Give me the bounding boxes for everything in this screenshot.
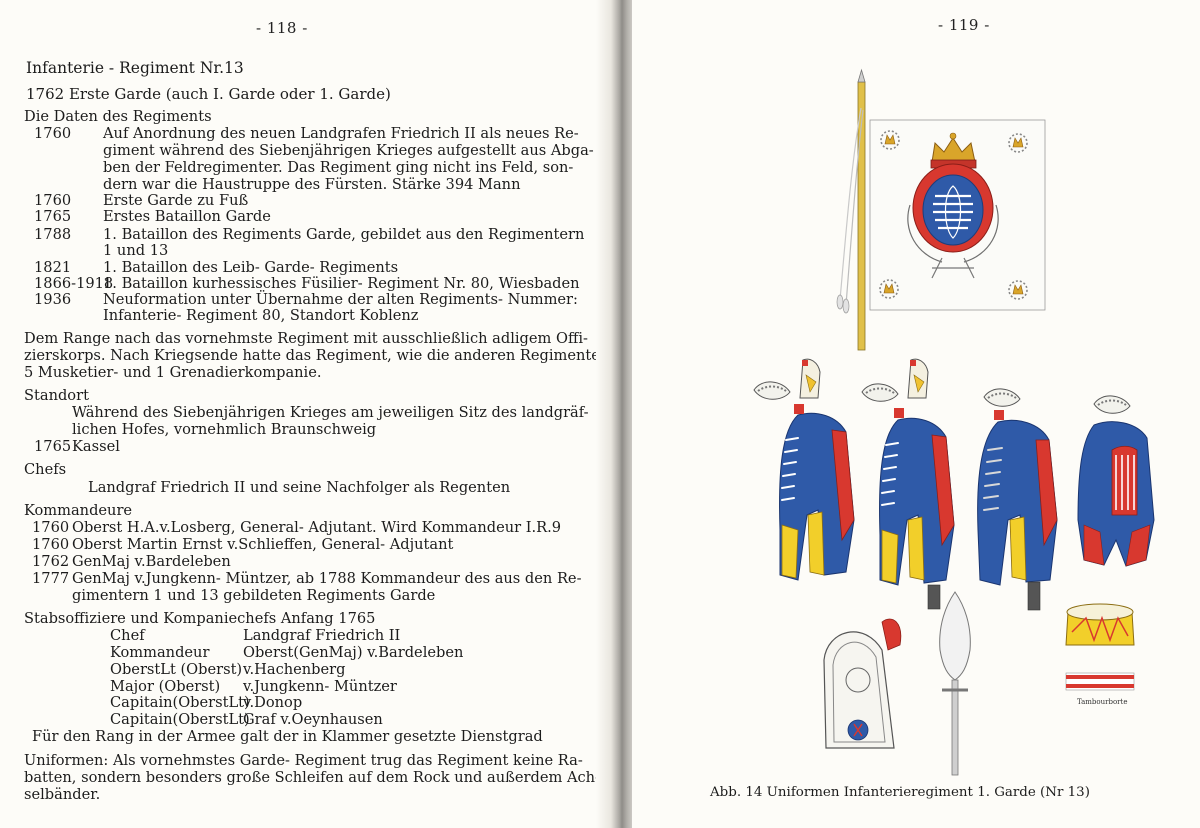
chefs-label: Chefs bbox=[24, 461, 67, 478]
grenadier-cap bbox=[799, 358, 821, 399]
kommandeur-year: 1777 bbox=[32, 570, 70, 587]
spontoon bbox=[939, 591, 971, 776]
daten-line: ben der Feldregimenter. Das Regiment gin… bbox=[103, 159, 574, 176]
daten-line: Auf Anordnung des neuen Landgrafen Fried… bbox=[103, 125, 579, 142]
uniform-illustration bbox=[753, 68, 1155, 776]
regiment-heading: Infanterie - Regiment Nr.13 bbox=[26, 59, 244, 77]
chefs-text: Landgraf Friedrich II und seine Nachfolg… bbox=[88, 479, 511, 496]
drum bbox=[1065, 603, 1135, 646]
gaiter bbox=[927, 581, 1041, 611]
kommandeur-text: GenMaj v.Bardeleben bbox=[72, 553, 231, 570]
page-number-right: - 119 - bbox=[938, 16, 990, 34]
uniformen-line: batten, sondern besonders große Schleife… bbox=[24, 769, 600, 786]
daten-line: 1. Bataillon kurhessisches Füsilier- Reg… bbox=[103, 275, 580, 292]
daten-year: 1821 bbox=[34, 259, 72, 276]
uniform-coat-2 bbox=[879, 408, 955, 586]
daten-year: 1866-1918 bbox=[34, 275, 114, 292]
uniform-coat-4-back bbox=[1077, 421, 1155, 567]
uniformen-line: Uniformen: Als vornehmstes Garde- Regime… bbox=[24, 752, 583, 769]
kommandeure-label: Kommandeure bbox=[24, 502, 133, 519]
daten-year: 1936 bbox=[34, 291, 72, 308]
kommandeur-text: Oberst H.A.v.Losberg, General- Adjutant.… bbox=[72, 519, 562, 536]
stab-name: v.Jungkenn- Müntzer bbox=[243, 678, 397, 695]
uniform-coat-3 bbox=[977, 410, 1058, 586]
stab-note: Für den Rang in der Armee galt der in Kl… bbox=[32, 728, 543, 745]
daten-line: Neuformation unter Übernahme der alten R… bbox=[103, 291, 578, 308]
tricorn-hat bbox=[983, 388, 1021, 407]
standort-year: 1765 bbox=[34, 438, 72, 455]
stab-label: Stabsoffiziere und Kompaniechefs Anfang … bbox=[24, 610, 376, 627]
stab-rank: Major (Oberst) bbox=[110, 678, 221, 695]
kommandeur-year: 1760 bbox=[32, 519, 70, 536]
stab-name: Graf v.Oeynhausen bbox=[243, 711, 383, 728]
daten-line: dern war die Haustruppe des Fürsten. Stä… bbox=[103, 176, 521, 193]
tricorn-hat bbox=[1093, 395, 1131, 414]
figure-caption: Abb. 14 Uniformen Infanterieregiment 1. … bbox=[710, 785, 1090, 800]
kommandeur-year: 1762 bbox=[32, 553, 70, 570]
regimental-flag bbox=[836, 68, 1046, 351]
regiment-subheading: 1762 Erste Garde (auch I. Garde oder 1. … bbox=[26, 85, 391, 103]
daten-year: 1765 bbox=[34, 208, 72, 225]
corner-crown-tl bbox=[880, 130, 900, 150]
rang-paragraph-line: Dem Range nach das vornehmste Regiment m… bbox=[24, 330, 588, 347]
stab-rank: Chef bbox=[110, 627, 145, 644]
grenadier-cap bbox=[907, 358, 929, 399]
daten-line: 1 und 13 bbox=[103, 242, 169, 259]
stab-rank: Kommandeur bbox=[110, 644, 210, 661]
tambour-border-swatch bbox=[1065, 672, 1135, 691]
stab-rank: OberstLt (Oberst) bbox=[110, 661, 243, 678]
daten-line: Erstes Bataillon Garde bbox=[103, 208, 271, 225]
daten-line: Infanterie- Regiment 80, Standort Koblen… bbox=[103, 307, 419, 324]
tricorn-hat bbox=[753, 381, 791, 400]
stab-name: Landgraf Friedrich II bbox=[243, 627, 401, 644]
daten-year: 1788 bbox=[34, 226, 72, 243]
kommandeur-text: GenMaj v.Jungkenn- Müntzer, ab 1788 Komm… bbox=[72, 570, 582, 587]
daten-label: Die Daten des Regiments bbox=[24, 108, 212, 125]
stab-rank: Capitain(OberstLt) bbox=[110, 694, 250, 711]
standort-line: lichen Hofes, vornehmlich Braunschweig bbox=[72, 421, 377, 438]
kommandeur-year: 1760 bbox=[32, 536, 70, 553]
kommandeur-text: Oberst Martin Ernst v.Schlieffen, Genera… bbox=[72, 536, 454, 553]
page-number-left: - 118 - bbox=[256, 19, 308, 37]
right-page: - 119 - bbox=[632, 0, 1200, 828]
stab-name: v.Hachenberg bbox=[243, 661, 346, 678]
standort-place: Kassel bbox=[72, 438, 120, 455]
standort-line: Während des Siebenjährigen Krieges am je… bbox=[72, 404, 589, 421]
stab-name: v.Donop bbox=[243, 694, 303, 711]
uniform-coat-1 bbox=[779, 404, 855, 581]
daten-line: 1. Bataillon des Regiments Garde, gebild… bbox=[103, 226, 585, 243]
rang-paragraph-line: 5 Musketier- und 1 Grenadierkompanie. bbox=[24, 364, 322, 381]
daten-year: 1760 bbox=[34, 125, 72, 142]
daten-line: Erste Garde zu Fuß bbox=[103, 192, 249, 209]
daten-year: 1760 bbox=[34, 192, 72, 209]
tricorn-hat bbox=[861, 383, 899, 402]
daten-line: 1. Bataillon des Leib- Garde- Regiments bbox=[103, 259, 399, 276]
stab-name: Oberst(GenMaj) v.Bardeleben bbox=[243, 644, 464, 661]
stab-rank: Capitain(OberstLt) bbox=[110, 711, 250, 728]
daten-line: giment während des Siebenjährigen Kriege… bbox=[103, 142, 594, 159]
tambour-label: Tambourborte bbox=[1077, 698, 1128, 706]
standort-label: Standort bbox=[24, 387, 89, 404]
rang-paragraph-line: zierskorps. Nach Kriegsende hatte das Re… bbox=[24, 347, 607, 364]
grenadier-cap-plate bbox=[823, 618, 902, 749]
uniformen-line: selbänder. bbox=[24, 786, 101, 803]
left-page: - 118 - Infanterie - Regiment Nr.13 1762… bbox=[24, 19, 607, 803]
kommandeur-text-cont: gimentern 1 und 13 gebildeten Regiments … bbox=[72, 587, 436, 604]
